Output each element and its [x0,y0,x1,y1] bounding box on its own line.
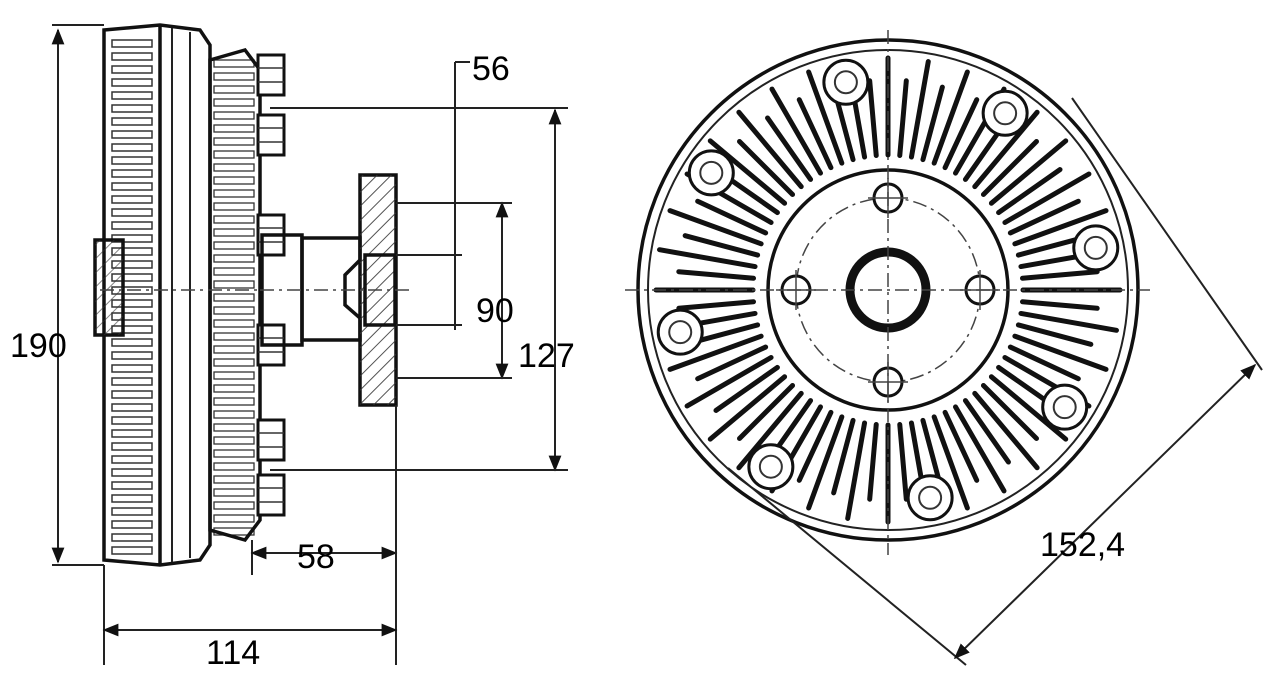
side-fins [111,39,255,555]
dimension-56: 56 [472,50,510,88]
dimension-114: 114 [206,634,260,672]
clutch-body-outline [102,23,212,567]
dimension-152-4: 152,4 [1040,526,1125,564]
side-view: 190 56 90 127 58 114 [10,23,575,672]
rear-housing [208,47,262,543]
dimension-58: 58 [297,538,335,576]
outer-bolts [656,58,1120,522]
dimension-90: 90 [476,292,514,330]
front-view: 152,4 [625,30,1263,666]
hub-bolt-holes [776,178,1000,402]
flange-section [300,236,362,342]
dimension-127: 127 [518,337,575,375]
dimension-190: 190 [10,327,67,365]
